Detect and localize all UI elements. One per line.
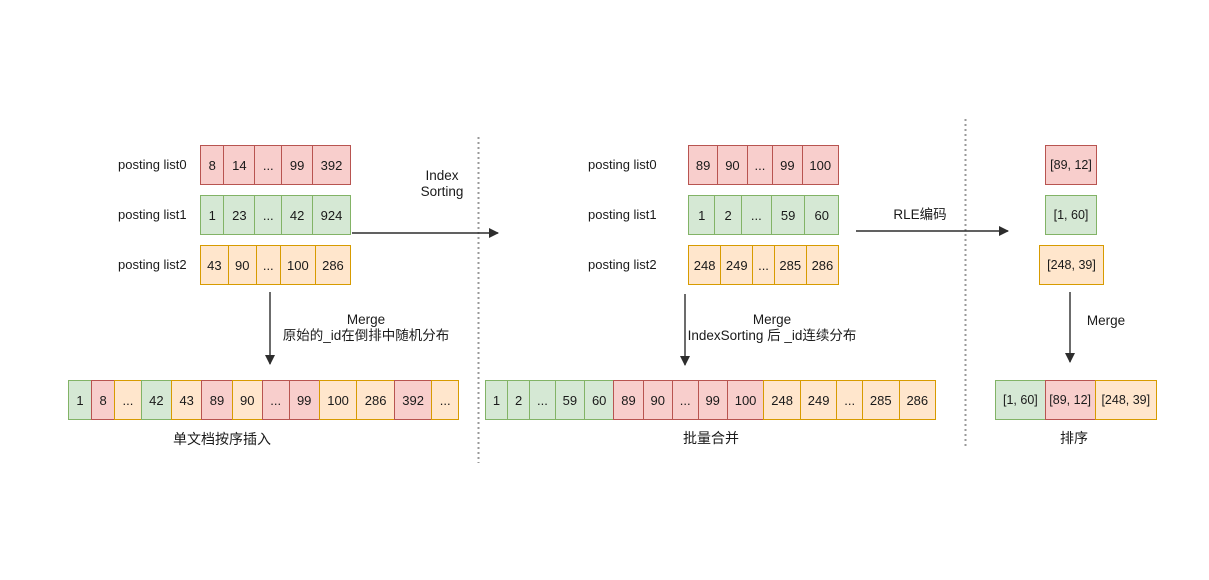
cell: ...	[740, 195, 772, 235]
cell: ...	[752, 245, 775, 285]
right-merged-row: [1, 60] [89, 12] [248, 39]	[995, 380, 1157, 420]
cell: 2	[714, 195, 742, 235]
cell: 100	[318, 380, 358, 420]
cell: 99	[772, 145, 803, 185]
cell: 286	[314, 245, 351, 285]
mid-posting-list2-row: 248 249 ... 285 286	[688, 245, 839, 285]
left-posting-list1-label: posting list1	[118, 207, 187, 222]
mid-merged-row: 1 2 ... 59 60 89 90 ... 99 100 248 249 .…	[485, 380, 937, 420]
cell: ...	[836, 380, 864, 420]
cell: 8	[91, 380, 116, 420]
cell: 1	[485, 380, 509, 420]
cell: 1	[68, 380, 93, 420]
mid-posting-list0-row: 89 90 ... 99 100	[688, 145, 840, 185]
cell: ...	[114, 380, 142, 420]
rle-box-list0: [89, 12]	[1045, 145, 1097, 185]
right-merge-annotation: Merge	[1086, 313, 1126, 328]
cell: 285	[773, 245, 807, 285]
cell: 392	[312, 145, 351, 185]
cell: ...	[255, 245, 281, 285]
cell: 8	[200, 145, 225, 185]
left-merge-annotation: Merge 原始的_id在倒排中随机分布	[234, 312, 498, 344]
left-posting-list0-label: posting list0	[118, 157, 187, 172]
cell: ...	[671, 380, 699, 420]
mid-posting-list1-row: 1 2 ... 59 60	[688, 195, 840, 235]
cell: [89, 12]	[1044, 380, 1096, 420]
left-posting-list2-row: 43 90 ... 100 286	[200, 245, 351, 285]
cell: 99	[288, 380, 320, 420]
cell: 99	[281, 145, 314, 185]
cell: 43	[171, 380, 203, 420]
cell: 286	[356, 380, 395, 420]
cell: 249	[799, 380, 838, 420]
left-section-caption: 单文档按序插入	[173, 431, 271, 447]
cell: ...	[431, 380, 460, 420]
cell: 100	[726, 380, 765, 420]
cell: 100	[279, 245, 316, 285]
left-merge-title: Merge	[346, 312, 386, 327]
cell: ...	[746, 145, 774, 185]
cell: 89	[613, 380, 644, 420]
cell: 392	[393, 380, 433, 420]
cell: 2	[507, 380, 531, 420]
rle-encode-arrow-label: RLE编码	[893, 207, 947, 222]
cell: 43	[200, 245, 229, 285]
cell: ...	[254, 195, 283, 235]
cell: 14	[223, 145, 256, 185]
rle-box-list2: [248, 39]	[1039, 245, 1104, 285]
index-sorting-label-line2: Sorting	[420, 184, 464, 199]
cell: ...	[261, 380, 290, 420]
cell: 1	[688, 195, 716, 235]
cell: 23	[223, 195, 256, 235]
cell: 90	[231, 380, 263, 420]
left-posting-list1-row: 1 23 ... 42 924	[200, 195, 351, 235]
cell: 59	[770, 195, 806, 235]
cell: 90	[642, 380, 673, 420]
index-sorting-arrow-label: Index Sorting	[392, 168, 492, 200]
mid-posting-list2-label: posting list2	[588, 257, 657, 272]
cell: 89	[201, 380, 233, 420]
rle-box-list1: [1, 60]	[1045, 195, 1097, 235]
cell: 99	[697, 380, 728, 420]
mid-posting-list1-label: posting list1	[588, 207, 657, 222]
cell: 90	[227, 245, 257, 285]
mid-merge-title: Merge	[752, 312, 792, 327]
mid-merge-description: IndexSorting 后 _id连续分布	[687, 328, 857, 343]
left-merged-row: 1 8 ... 42 43 89 90 ... 99 100 286 392 .…	[68, 380, 460, 420]
cell: ...	[529, 380, 556, 420]
mid-posting-list0-label: posting list0	[588, 157, 657, 172]
cell: 924	[312, 195, 351, 235]
cell: 248	[763, 380, 801, 420]
left-posting-list2-label: posting list2	[118, 257, 187, 272]
mid-merge-annotation: Merge IndexSorting 后 _id连续分布	[622, 312, 922, 344]
cell: 60	[804, 195, 840, 235]
cell: 286	[805, 245, 839, 285]
cell: 249	[720, 245, 754, 285]
cell: 285	[862, 380, 900, 420]
right-section-caption: 排序	[1060, 430, 1088, 446]
cell: [1, 60]	[995, 380, 1046, 420]
cell: 286	[898, 380, 937, 420]
cell: 42	[281, 195, 314, 235]
cell: [248, 39]	[1094, 380, 1157, 420]
left-merge-description: 原始的_id在倒排中随机分布	[282, 328, 450, 343]
cell: 90	[717, 145, 748, 185]
cell: 60	[584, 380, 615, 420]
cell: ...	[254, 145, 283, 185]
left-posting-list0-row: 8 14 ... 99 392	[200, 145, 351, 185]
cell: 1	[200, 195, 225, 235]
cell: 42	[140, 380, 173, 420]
cell: 100	[801, 145, 840, 185]
cell: 248	[688, 245, 722, 285]
mid-section-caption: 批量合并	[683, 430, 739, 446]
cell: 59	[554, 380, 586, 420]
index-sorting-label-line1: Index	[425, 168, 459, 183]
cell: 89	[688, 145, 719, 185]
